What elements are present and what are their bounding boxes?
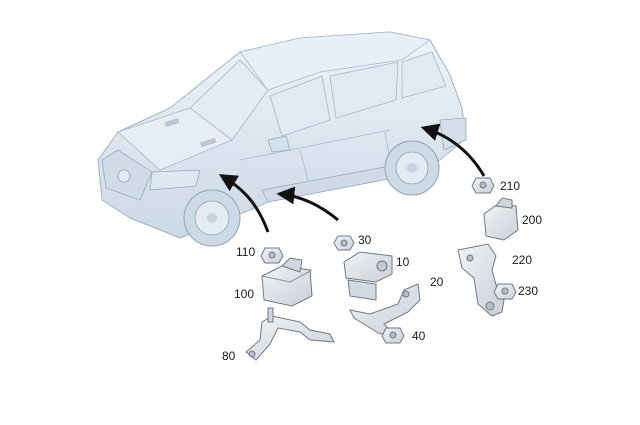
label-40: 40 (412, 329, 426, 343)
nut-110 (260, 247, 284, 264)
label-200: 200 (522, 213, 542, 227)
label-80: 80 (222, 349, 236, 363)
parts (245, 177, 519, 361)
sensor-200 (483, 197, 519, 241)
arrow-mid-sensor (276, 186, 339, 222)
label-30: 30 (358, 233, 372, 247)
bracket-20 (349, 283, 421, 335)
bracket-80 (245, 307, 335, 361)
label-10: 10 (396, 255, 410, 269)
vehicle-illustration (97, 31, 467, 247)
nut-230 (493, 283, 517, 300)
label-100: 100 (234, 287, 254, 301)
arrow-rear-sensor (420, 123, 486, 177)
pointer-arrows (218, 123, 486, 233)
arrow-front-sensor (218, 174, 270, 233)
label-210: 210 (500, 179, 520, 193)
sensor-10 (343, 251, 393, 301)
sensor-100 (261, 257, 313, 307)
part-labels: 10 20 30 40 80 100 110 200 210 220 230 (222, 179, 542, 363)
bracket-220 (457, 243, 505, 317)
nut-40 (381, 327, 405, 344)
label-20: 20 (430, 275, 444, 289)
label-220: 220 (512, 253, 532, 267)
label-230: 230 (518, 284, 538, 298)
nut-30 (333, 235, 355, 251)
label-110: 110 (236, 245, 255, 259)
nut-210 (471, 177, 495, 194)
